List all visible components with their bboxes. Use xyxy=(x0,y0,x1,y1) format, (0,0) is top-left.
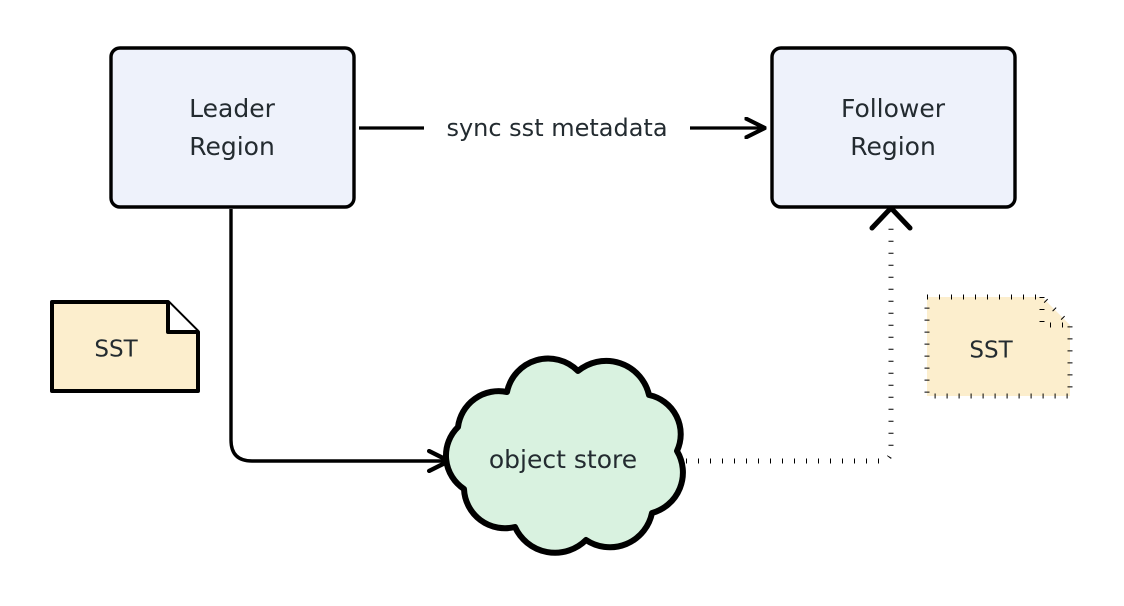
leader-region-label-line1: Leader xyxy=(189,94,275,123)
leader-region-box xyxy=(109,46,356,209)
leader-region-label-line2: Region xyxy=(189,132,275,161)
node-follower-region[interactable]: Follower Region xyxy=(770,46,1017,209)
edge-leader-object-store-path xyxy=(229,209,447,461)
sst-follower-body xyxy=(924,294,1073,399)
edge-sync-label: sync sst metadata xyxy=(446,114,667,142)
follower-region-box xyxy=(770,46,1017,209)
sst-leader-folded-corner xyxy=(166,302,198,334)
follower-region-label-line1: Follower xyxy=(841,94,946,123)
edge-object-store-follower-arrowhead xyxy=(869,205,913,231)
sst-leader-label: SST xyxy=(94,337,138,363)
edge-object-store-follower-path xyxy=(686,228,894,464)
edge-object-store-to-follower xyxy=(686,205,913,464)
sst-follower-label: SST xyxy=(969,338,1013,364)
follower-region-label-line2: Region xyxy=(850,132,936,161)
sst-leader-body xyxy=(50,300,200,393)
node-sst-follower[interactable]: SST xyxy=(924,294,1073,399)
node-sst-leader[interactable]: SST xyxy=(50,300,200,393)
node-object-store[interactable]: object store xyxy=(443,355,686,556)
object-store-label: object store xyxy=(489,445,637,474)
edge-leader-to-object-store xyxy=(229,209,447,461)
node-leader-region[interactable]: Leader Region xyxy=(109,46,356,209)
object-store-cloud-shape xyxy=(443,355,686,556)
edge-sync-sst-metadata: sync sst metadata xyxy=(359,114,763,142)
